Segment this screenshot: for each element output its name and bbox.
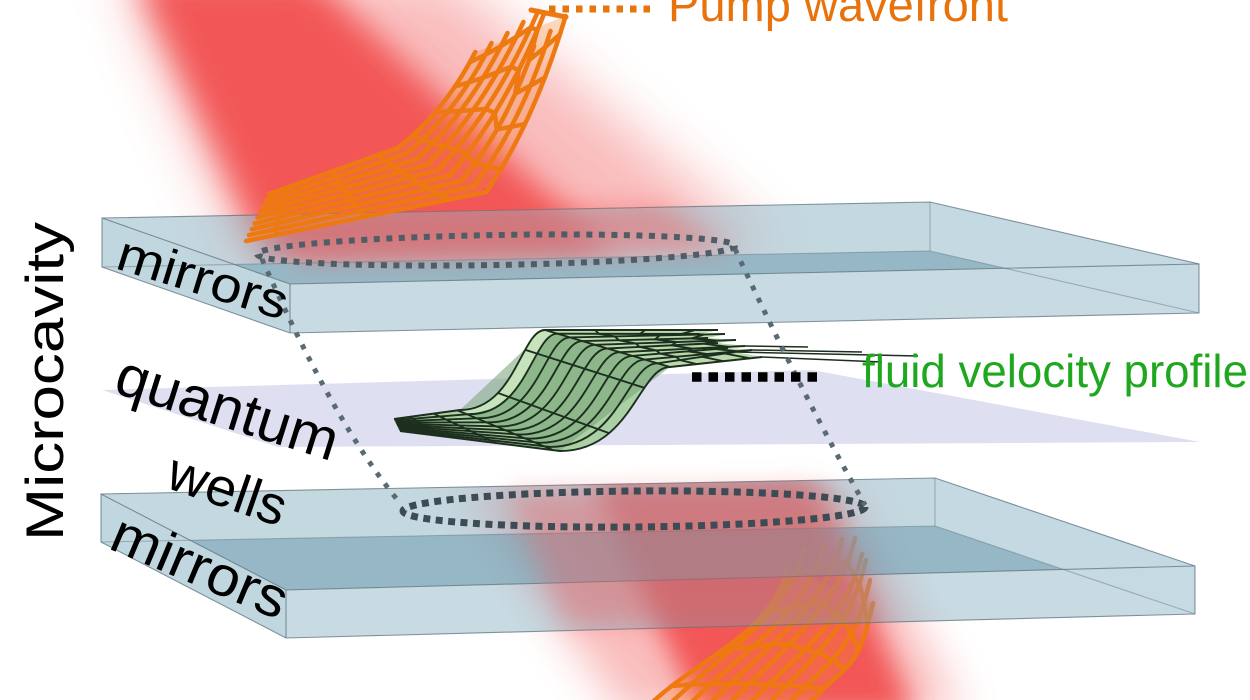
svg-text:fluid velocity profile: fluid velocity profile [862,345,1248,397]
svg-text:Microcavity: Microcavity [16,221,75,541]
svg-text:Pump wavefront: Pump wavefront [668,0,1008,31]
svg-text:quantum: quantum [108,342,347,473]
